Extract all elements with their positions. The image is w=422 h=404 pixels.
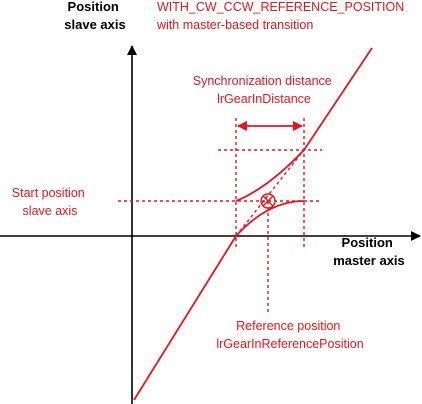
master-extension-dashed	[235, 149, 305, 237]
master-slope-upper	[303, 47, 373, 151]
transition-curve-lower	[235, 200, 305, 237]
sync-distance-label: Synchronization distance lrGearInDistanc…	[193, 74, 335, 106]
transition-curve-upper	[235, 149, 305, 202]
master-slope-lower	[133, 235, 237, 401]
helper-lines	[118, 118, 322, 312]
position-profile	[133, 47, 373, 401]
start-position-label: Start position slave axis	[12, 186, 88, 218]
reference-position-label: Reference position lrGearInReferencePosi…	[216, 319, 363, 351]
y-axis-label: Position slave axis	[64, 0, 125, 32]
mode-title: WITH_CW_CCW_REFERENCE_POSITION with mast…	[156, 0, 408, 32]
x-axis-label: Position master axis	[333, 235, 405, 268]
reference-point-marker-icon	[260, 193, 276, 209]
